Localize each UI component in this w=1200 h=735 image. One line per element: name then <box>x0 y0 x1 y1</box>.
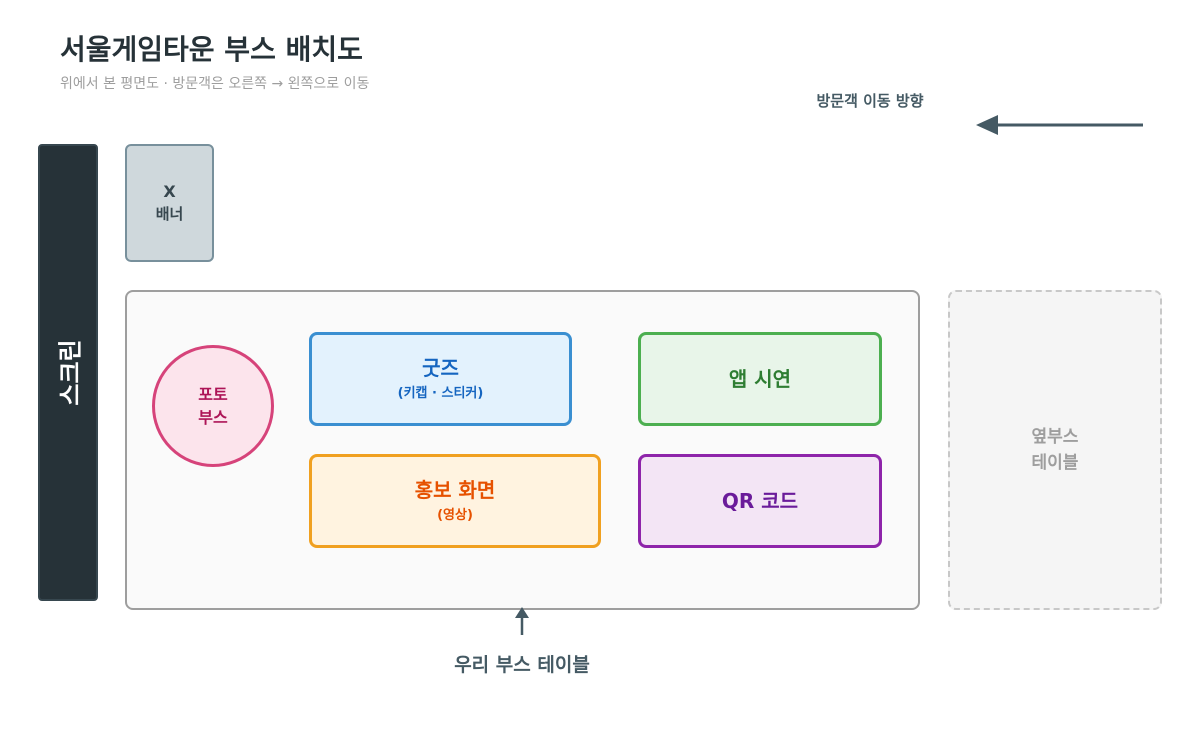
page-subtitle: 위에서 본 평면도 · 방문객은 오른쪽 → 왼쪽으로 이동 <box>60 76 370 92</box>
x-banner: X 배너 <box>125 144 214 262</box>
screen-label: 스크린 <box>56 339 85 406</box>
app-demo-zone: 앱 시연 <box>638 332 882 426</box>
promo-screen-zone: 홍보 화면 (영상) <box>309 454 601 548</box>
neighbor-booth-table: 옆부스 테이블 <box>948 290 1162 610</box>
arrow-left-icon <box>976 115 1143 135</box>
screen-panel: 스크린 <box>38 144 98 601</box>
x-banner-line2: 배너 <box>155 205 184 223</box>
photo-booth-line1: 포토 <box>198 385 228 404</box>
arrow-up-icon <box>515 607 529 635</box>
direction-label: 방문객 이동 방향 <box>816 92 924 110</box>
app-demo-label: 앱 시연 <box>728 367 792 391</box>
goods-label: 굿즈 <box>422 356 459 380</box>
promo-screen-label: 홍보 화면 <box>414 478 496 502</box>
photo-booth: 포토 부스 <box>152 345 274 467</box>
page-title: 서울게임타운 부스 배치도 <box>60 33 363 66</box>
x-banner-line1: X <box>163 182 176 201</box>
goods-zone: 굿즈 (키캡 · 스티커) <box>309 332 572 426</box>
goods-sublabel: (키캡 · 스티커) <box>397 386 484 401</box>
qr-code-zone: QR 코드 <box>638 454 882 548</box>
qr-code-label: QR 코드 <box>721 489 799 513</box>
promo-screen-sublabel: (영상) <box>437 508 473 523</box>
booth-table-label: 우리 부스 테이블 <box>454 654 590 676</box>
neighbor-line1: 옆부스 <box>1031 427 1079 447</box>
photo-booth-line2: 부스 <box>198 408 228 427</box>
neighbor-line2: 테이블 <box>1031 453 1079 473</box>
